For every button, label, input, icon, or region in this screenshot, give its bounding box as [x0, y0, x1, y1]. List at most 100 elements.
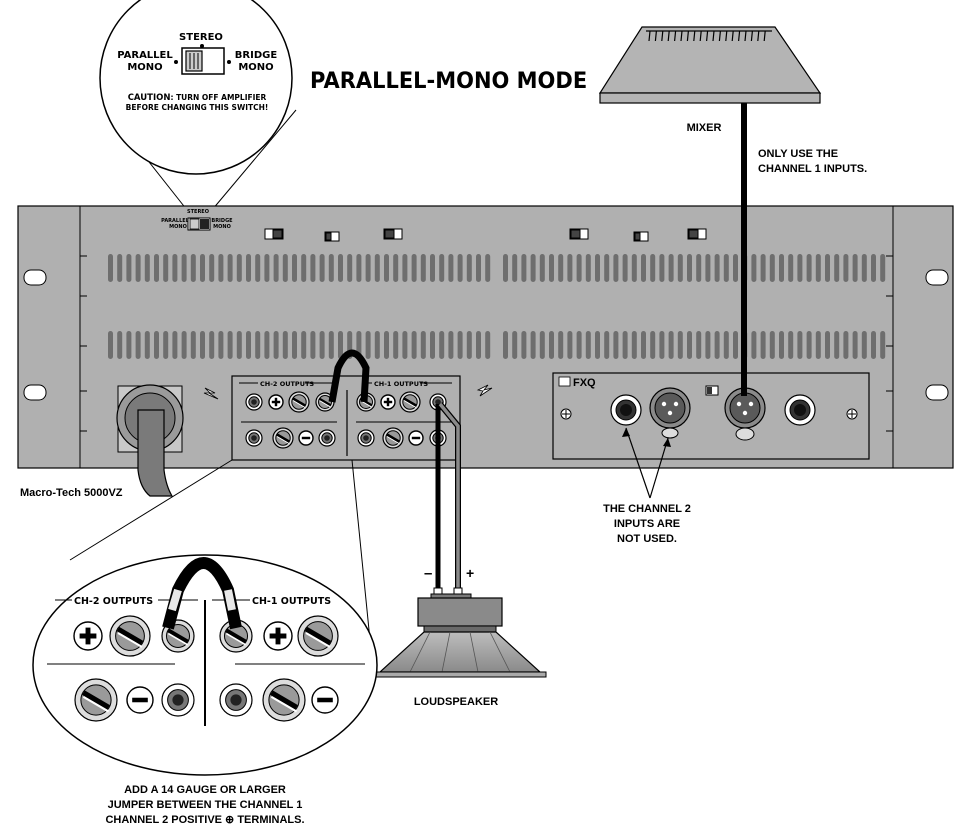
mixer-fader: [744, 30, 747, 42]
vent-slot: [301, 254, 307, 282]
vent-slot: [558, 254, 564, 282]
vent-slot: [806, 254, 812, 282]
vent-slot: [558, 331, 564, 359]
vent-slot: [466, 331, 472, 359]
vent-slot: [402, 254, 408, 282]
speaker-plus-label: +: [466, 565, 474, 581]
vent-slot: [604, 254, 610, 282]
vent-slot: [650, 331, 656, 359]
ch2-note-line-3: NOT USED.: [617, 533, 677, 545]
jumper-note-line-2: JUMPER BETWEEN THE CHANNEL 1: [108, 799, 303, 811]
vent-slot: [788, 254, 794, 282]
mixer-fader: [712, 30, 715, 42]
vent-slot: [411, 254, 417, 282]
vent-slot: [338, 331, 343, 359]
vent-slot: [236, 331, 242, 359]
vent-slot: [457, 331, 463, 359]
parallel-label: PARALLEL: [117, 50, 173, 61]
vent-slot: [273, 254, 279, 282]
vent-slot: [530, 254, 536, 282]
jumper-note-line-3: CHANNEL 2 POSITIVE ⊕ TERMINALS.: [105, 814, 304, 826]
vent-slot: [595, 331, 600, 359]
ch1-outputs-label: CH-1 OUTPUTS: [374, 380, 428, 388]
vent-slot: [365, 331, 371, 359]
vent-slot: [135, 254, 141, 282]
mixer-fader: [686, 30, 689, 42]
power-cord: [116, 384, 184, 497]
vent-slot: [126, 331, 132, 359]
mixer-label: MIXER: [687, 122, 722, 134]
vent-slot: [604, 331, 610, 359]
vent-slot: [374, 254, 380, 282]
vent-slot: [521, 331, 527, 359]
vent-slot: [218, 254, 224, 282]
vent-slot: [108, 254, 113, 282]
mixer-fader: [667, 30, 670, 42]
vent-slot: [641, 331, 646, 359]
callout-circle: [99, 0, 293, 175]
vent-slot: [815, 331, 821, 359]
vent-slot: [631, 331, 637, 359]
vent-slot: [613, 331, 619, 359]
mixer-fader: [757, 30, 760, 42]
vent-slot: [420, 254, 426, 282]
vent-slot: [227, 331, 233, 359]
vent-slot: [365, 254, 371, 282]
vent-slot: [797, 254, 803, 282]
terminal-detail-callout: CH-2 OUTPUTS CH-1 OUTPUTS ADD A 14 GAUGE…: [32, 459, 378, 826]
vent-slot: [154, 254, 159, 282]
stereo-label: STEREO: [179, 32, 223, 43]
vent-slot: [439, 254, 445, 282]
mixer-fader: [661, 30, 664, 42]
vent-slot: [705, 331, 711, 359]
vent-slot: [622, 331, 628, 359]
vent-slot: [466, 254, 472, 282]
vent-slot: [871, 331, 876, 359]
vent-slot: [512, 254, 518, 282]
vent-slot: [328, 331, 334, 359]
mixer: MIXER ONLY USE THE CHANNEL 1 INPUTS.: [598, 26, 867, 175]
vent-slot: [190, 254, 196, 282]
vent-slot: [613, 254, 619, 282]
amplifier-panel: STEREO PARALLEL MONO BRIDGE MONO CH-2: [17, 205, 954, 497]
warning-bolt-left-icon: [203, 387, 219, 400]
vent-slot: [751, 254, 757, 282]
mixer-fader: [648, 30, 651, 42]
vent-slot: [384, 331, 389, 359]
vent-slot: [393, 254, 399, 282]
mixer-fader: [693, 30, 696, 42]
vent-slot: [834, 254, 840, 282]
vent-slot: [430, 331, 435, 359]
mixer-fader: [706, 30, 709, 42]
vent-slot: [448, 331, 454, 359]
vent-slot: [282, 254, 288, 282]
vent-slot: [539, 254, 545, 282]
vent-slot: [521, 254, 527, 282]
vent-slot: [852, 331, 858, 359]
svg-text:CAUTION: TURN OFF AMPLIFIER: CAUTION: TURN OFF AMPLIFIER: [128, 93, 267, 103]
vent-slot: [585, 254, 591, 282]
vent-slot: [347, 254, 353, 282]
vent-slot: [622, 254, 628, 282]
vent-slot: [154, 331, 159, 359]
vent-slot: [172, 331, 178, 359]
vent-slot: [218, 331, 224, 359]
vent-slot: [319, 254, 325, 282]
positive-wire: [438, 402, 460, 588]
vent-slot: [852, 254, 858, 282]
vent-slot: [393, 331, 399, 359]
vent-slot: [163, 331, 169, 359]
vent-slot: [292, 331, 297, 359]
vent-slot: [485, 254, 491, 282]
vent-slot: [328, 254, 334, 282]
mode-switch-callout: STEREO PARALLEL MONO BRIDGE MONO CAUTION…: [99, 0, 297, 211]
vent-slot: [641, 254, 646, 282]
vent-slot: [384, 254, 389, 282]
vent-slot: [705, 254, 711, 282]
vent-slot: [779, 331, 784, 359]
mixer-fader: [718, 30, 721, 42]
mini-parallel: PARALLEL: [161, 218, 190, 224]
vent-slot: [310, 331, 316, 359]
vent-slot: [172, 254, 178, 282]
vent-slot: [264, 331, 270, 359]
